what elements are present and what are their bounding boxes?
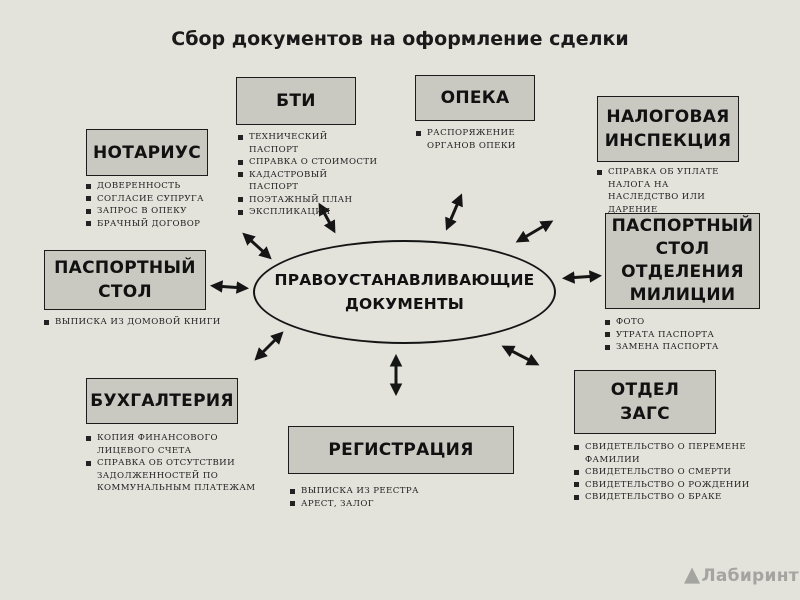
list-item: СПРАВКА О СТОИМОСТИ — [238, 156, 378, 169]
node-opeka-label: ОПЕКА — [440, 88, 510, 108]
node-notary: НОТАРИУС — [86, 129, 208, 176]
arrow-to-bti — [318, 202, 336, 234]
list-item: ПОЭТАЖНЫЙ ПЛАН — [238, 194, 378, 207]
labirint-watermark: ▲Лабиринт — [684, 562, 799, 586]
list-item: ДОВЕРЕННОСТЬ — [86, 180, 226, 193]
list-item: УТРАТА ПАСПОРТА — [605, 329, 755, 342]
node-police-line-3: ОТДЕЛЕНИЯ — [621, 262, 744, 282]
list-item: ВЫПИСКА ИЗ РЕЕСТРА — [290, 485, 460, 498]
arrow-to-opeka — [445, 193, 463, 231]
list-item: РАСПОРЯЖЕНИЕ ОРГАНОВ ОПЕКИ — [416, 127, 566, 152]
list-item: СОГЛАСИЕ СУПРУГА — [86, 193, 226, 206]
central-node-title-deeds: ПРАВОУСТАНАВЛИВАЮЩИЕ ДОКУМЕНТЫ — [253, 240, 556, 344]
node-registration-list: ВЫПИСКА ИЗ РЕЕСТРА АРЕСТ, ЗАЛОГ — [290, 485, 460, 510]
node-accounting: БУХГАЛТЕРИЯ — [86, 378, 238, 424]
arrow-to-tax — [515, 220, 554, 243]
list-item: КОПИЯ ФИНАНСОВОГО ЛИЦЕВОГО СЧЕТА — [86, 432, 256, 457]
node-zags-list: СВИДЕТЕЛЬСТВО О ПЕРЕМЕНЕ ФАМИЛИИ СВИДЕТЕ… — [574, 441, 754, 504]
node-police-line-1: ПАСПОРТНЫЙ — [611, 216, 754, 236]
node-passport-desk: ПАСПОРТНЫЙ СТОЛ — [44, 250, 206, 310]
node-police-passport-desk: ПАСПОРТНЫЙ СТОЛ ОТДЕЛЕНИЯ МИЛИЦИИ — [605, 213, 760, 309]
list-item: СВИДЕТЕЛЬСТВО О БРАКЕ — [574, 491, 754, 504]
node-police-line-2: СТОЛ — [655, 239, 710, 259]
list-item: ВЫПИСКА ИЗ ДОМОВОЙ КНИГИ — [44, 316, 234, 329]
central-node-line-2: ДОКУМЕНТЫ — [344, 295, 465, 313]
list-item: АРЕСТ, ЗАЛОГ — [290, 498, 460, 511]
node-accounting-label: БУХГАЛТЕРИЯ — [90, 391, 234, 411]
list-item: БРАЧНЫЙ ДОГОВОР — [86, 218, 226, 231]
list-item: СПРАВКА ОБ УПЛАТЕ НАЛОГА НА НАСЛЕДСТВО И… — [597, 166, 737, 216]
labirint-logo-icon: ▲ — [684, 562, 701, 586]
list-item: ЭКСПЛИКАЦИЯ — [238, 206, 378, 219]
node-bti-list: ТЕХНИЧЕСКИЙ ПАСПОРТ СПРАВКА О СТОИМОСТИ … — [238, 131, 378, 219]
node-registration-label: РЕГИСТРАЦИЯ — [328, 440, 474, 460]
node-zags-line-1: ОТДЕЛ — [610, 380, 680, 400]
page-title: Сбор документов на оформление сделки — [171, 28, 629, 50]
central-node-line-1: ПРАВОУСТАНАВЛИВАЮЩИЕ — [274, 271, 535, 289]
list-item: ЗАПРОС В ОПЕКУ — [86, 205, 226, 218]
node-zags-line-2: ЗАГС — [620, 404, 670, 424]
node-zags: ОТДЕЛ ЗАГС — [574, 370, 716, 434]
arrow-to-police — [561, 270, 603, 284]
node-tax-inspection: НАЛОГОВАЯ ИНСПЕКЦИЯ — [597, 96, 739, 162]
node-tax-list: СПРАВКА ОБ УПЛАТЕ НАЛОГА НА НАСЛЕДСТВО И… — [597, 166, 737, 216]
list-item: СПРАВКА ОБ ОТСУТСТВИИ ЗАДОЛЖЕННОСТЕЙ ПО … — [86, 457, 256, 495]
node-tax-line-1: НАЛОГОВАЯ — [606, 107, 730, 127]
arrow-to-accounting — [254, 331, 284, 361]
node-passport-line-2: СТОЛ — [98, 282, 152, 302]
node-tax-line-2: ИНСПЕКЦИЯ — [604, 131, 732, 151]
list-item: СВИДЕТЕЛЬСТВО О РОЖДЕНИИ — [574, 479, 754, 492]
node-passport-line-1: ПАСПОРТНЫЙ — [54, 258, 196, 278]
node-notary-list: ДОВЕРЕННОСТЬ СОГЛАСИЕ СУПРУГА ЗАПРОС В О… — [86, 180, 226, 230]
arrow-to-zags — [501, 345, 540, 366]
list-item: СВИДЕТЕЛЬСТВО О ПЕРЕМЕНЕ ФАМИЛИИ — [574, 441, 754, 466]
node-registration: РЕГИСТРАЦИЯ — [288, 426, 514, 474]
list-item: СВИДЕТЕЛЬСТВО О СМЕРТИ — [574, 466, 754, 479]
list-item: ФОТО — [605, 316, 755, 329]
node-police-list: ФОТО УТРАТА ПАСПОРТА ЗАМЕНА ПАСПОРТА — [605, 316, 755, 354]
node-bti-label: БТИ — [276, 91, 316, 111]
arrow-to-notary — [242, 232, 272, 260]
node-opeka-list: РАСПОРЯЖЕНИЕ ОРГАНОВ ОПЕКИ — [416, 127, 566, 152]
node-bti: БТИ — [236, 77, 356, 125]
watermark-text: Лабиринт — [701, 566, 799, 586]
node-notary-label: НОТАРИУС — [92, 142, 202, 163]
node-opeka: ОПЕКА — [415, 75, 535, 121]
list-item: ЗАМЕНА ПАСПОРТА — [605, 341, 755, 354]
list-item: ТЕХНИЧЕСКИЙ ПАСПОРТ — [238, 131, 378, 156]
list-item: КАДАСТРОВЫЙ ПАСПОРТ — [238, 169, 378, 194]
node-police-line-4: МИЛИЦИИ — [629, 285, 736, 305]
node-accounting-list: КОПИЯ ФИНАНСОВОГО ЛИЦЕВОГО СЧЕТА СПРАВКА… — [86, 432, 256, 495]
arrow-to-passport — [209, 280, 250, 294]
node-passport-list: ВЫПИСКА ИЗ ДОМОВОЙ КНИГИ — [44, 316, 234, 329]
